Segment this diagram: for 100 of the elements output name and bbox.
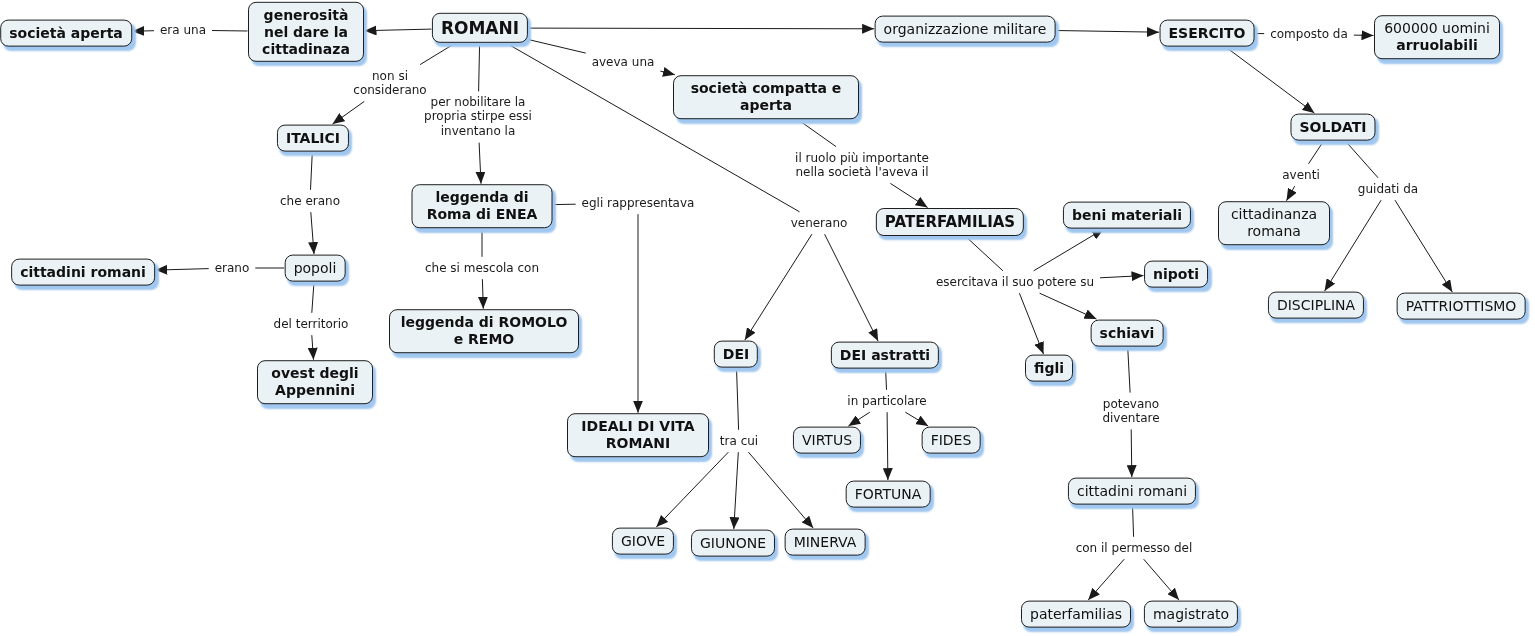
concept-box: 600000 uomini arruolabili [1374, 15, 1500, 59]
arrow [1353, 30, 1374, 41]
concept-box: DISCIPLINA [1267, 291, 1365, 319]
arrow [1039, 292, 1097, 320]
concept-box: FORTUNA [845, 480, 931, 508]
arrow [882, 411, 893, 481]
concept-box: nipoti [1144, 260, 1208, 288]
arrow [1126, 428, 1137, 478]
concept-box: DEI [713, 340, 759, 368]
arrow [904, 411, 929, 427]
connector-line [419, 43, 455, 66]
arrow [332, 100, 365, 125]
connector-line [254, 267, 285, 269]
concept-box: PATERFAMILIAS [875, 208, 1025, 236]
connector-line [1344, 140, 1379, 179]
arrow [729, 451, 740, 530]
concept-box: cittadinanza romana [1218, 201, 1330, 245]
arrow [154, 264, 210, 275]
arrow [131, 25, 155, 36]
concept-box: società compatta e aperta [673, 75, 859, 119]
linking-phrase: aveva una [588, 53, 658, 71]
concept-box: magistrato [1143, 600, 1239, 628]
connector-line [1127, 346, 1131, 394]
arrow [633, 213, 643, 414]
arrow [1099, 271, 1144, 282]
concept-box: schiavi [1090, 319, 1164, 347]
concept-box: leggenda di Roma di ENEA [411, 184, 553, 228]
concept-box: figli [1025, 354, 1073, 382]
concept-box: MINERVA [784, 528, 866, 556]
linking-phrase: egli rappresentava [578, 194, 698, 212]
arrow [1087, 558, 1125, 601]
connector-line [552, 203, 577, 206]
linking-phrase: aventi [1279, 166, 1323, 184]
concept-box: DEI astratti [830, 341, 940, 369]
connector-line [481, 227, 483, 258]
arrow [1018, 292, 1044, 355]
concept-box: leggenda di ROMOLO e REMO [389, 309, 579, 353]
linking-phrase: tra cui [716, 432, 762, 450]
connector-line [311, 281, 315, 314]
arrow [1225, 46, 1315, 114]
arrow [889, 182, 929, 208]
concept-box: GIOVE [611, 527, 675, 555]
arrow [655, 451, 729, 528]
arrow [1286, 185, 1297, 202]
linking-phrase: con il permesso del [1072, 539, 1196, 557]
concept-box: IDEALI DI VITA ROMANI [567, 413, 709, 457]
connector-line [1132, 504, 1135, 538]
arrow [824, 233, 879, 342]
arrow [1394, 199, 1453, 293]
arrow [308, 211, 319, 255]
concept-box: GIUNONE [691, 529, 775, 557]
arrow [1055, 27, 1160, 37]
concept-box: FIDES [921, 426, 981, 454]
arrow [477, 278, 488, 310]
concept-box: ITALICI [276, 124, 350, 152]
connector-line [797, 118, 837, 148]
linking-phrase: potevano diventare [1093, 395, 1169, 427]
concept-box: ovest degli Appennini [257, 360, 373, 404]
linking-phrase: guidati da [1354, 180, 1422, 198]
concept-box: ROMANI [431, 12, 529, 44]
arrow [1324, 199, 1382, 292]
arrow [364, 25, 432, 36]
linking-phrase: del territorio [270, 315, 352, 333]
concept-box: generosità nel dare la cittadinaza [248, 1, 364, 63]
arrow [1143, 558, 1180, 601]
connector-line [1254, 33, 1265, 35]
connector-line [310, 151, 313, 191]
linking-phrase: erano [211, 259, 253, 277]
linking-phrase: che erano [277, 192, 343, 210]
connector-line [506, 43, 800, 213]
linking-phrase: il ruolo più importante nella società l'aveva il [785, 149, 939, 181]
concept-box: organizzazione militare [874, 15, 1056, 43]
concept-box: VIRTUS [792, 426, 862, 454]
arrow [1033, 228, 1105, 272]
linking-phrase: era una [156, 21, 210, 39]
arrow [847, 411, 871, 427]
arrow [744, 233, 813, 341]
linking-phrase: che si mescola con [421, 259, 543, 277]
arrow [475, 142, 486, 185]
concept-box: beni materiali [1062, 201, 1192, 229]
connector-line [1308, 140, 1325, 165]
concept-box: paterfamilias [1021, 600, 1131, 628]
concept-box: cittadini romani [11, 258, 155, 286]
linking-phrase: venerano [787, 214, 851, 232]
concept-box: PATTRIOTTISMO [1396, 292, 1526, 320]
connector-line [478, 43, 481, 92]
arrow [528, 23, 875, 34]
concept-box: ESERCITO [1159, 19, 1255, 47]
concept-box: popoli [284, 254, 346, 282]
arrow [307, 334, 318, 361]
concept-box: SOLDATI [1290, 113, 1376, 141]
concept-box: società aperta [0, 19, 132, 47]
connector-line [965, 236, 1004, 272]
linking-phrase: composto da [1267, 25, 1351, 43]
linking-phrase: in particolare [844, 392, 930, 410]
connector-line [211, 30, 248, 32]
connector-line [528, 39, 587, 54]
linking-phrase: esercitava il suo potere su [932, 273, 1098, 291]
arrow [659, 66, 676, 77]
concept-box: cittadini romani [1067, 477, 1197, 505]
